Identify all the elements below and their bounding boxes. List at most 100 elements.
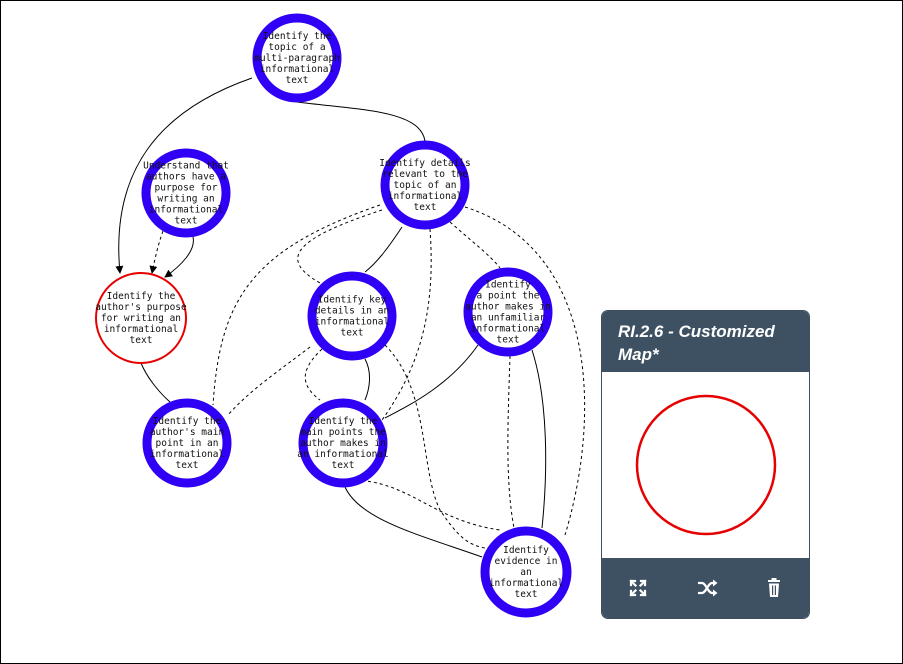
node-label-line: text [414, 202, 437, 213]
solid-edge [364, 226, 403, 273]
dashed-edge [297, 209, 383, 284]
panel-footer [602, 558, 809, 618]
dashed-edge [449, 221, 501, 269]
node-label-line: informational [104, 324, 178, 335]
node-label-line: text [341, 328, 364, 339]
solid-edge [296, 101, 426, 142]
shuffle-icon [698, 579, 718, 597]
node-label-line: text [176, 460, 199, 471]
node-circle [141, 148, 231, 238]
node-label-line: topic of an [394, 180, 457, 191]
node-label-line: details in an [315, 306, 389, 317]
node-label-line: author's main [150, 427, 224, 438]
node-label-line: a point the [477, 291, 540, 302]
node-label-line: text [497, 335, 520, 346]
target-circle-icon [635, 394, 777, 536]
edges-layer [115, 77, 586, 558]
node-label-line: main points the [300, 427, 386, 438]
node-label-line: for writing an [101, 313, 181, 324]
node-label-line: an [520, 567, 531, 578]
map-info-panel: RI.2.6 - Customized Map* [602, 311, 809, 618]
node-label-line: authors have a [146, 172, 226, 183]
dashed-edge [212, 204, 381, 406]
node-label-line: relevant to the [382, 169, 468, 180]
node-label-line: Identify the [309, 416, 378, 427]
node-label-line: informational [489, 578, 563, 589]
trash-icon [768, 578, 780, 597]
dashed-edge [381, 228, 432, 421]
dashed-edge [464, 206, 586, 536]
node-label-line: author makes in [300, 438, 386, 449]
expand-button[interactable] [624, 574, 652, 602]
node-label-line: informational [150, 449, 224, 460]
solid-edge [344, 486, 483, 558]
node-label-line: multi-paragraph [254, 53, 340, 64]
delete-button[interactable] [760, 574, 788, 602]
node-circle [307, 271, 397, 361]
shuffle-button[interactable] [693, 574, 721, 602]
node-label-line: text [515, 589, 538, 600]
dashed-edge [227, 346, 311, 416]
panel-body [602, 372, 809, 558]
node-label-line: text [130, 335, 153, 346]
node-label-line: informational [471, 324, 545, 335]
node-label-line: informational [388, 191, 462, 202]
panel-title: RI.2.6 - Customized Map* [618, 322, 775, 364]
solid-edge [364, 358, 370, 401]
node-label-line: Identify [485, 280, 531, 291]
node-label-line: an informational [297, 449, 389, 460]
dashed-edge [507, 355, 515, 529]
node-circle [480, 526, 572, 618]
node-label-line: Understand that [143, 161, 229, 172]
node-label-line: Identify key [318, 295, 387, 306]
node-label-line: informational [260, 64, 334, 75]
node-label-line: purpose for [155, 183, 218, 194]
node-label-line: text [286, 75, 309, 86]
dashed-edge [349, 479, 501, 531]
solid-edge [115, 77, 253, 274]
solid-edge [384, 344, 479, 419]
node-label-line: evidence in [495, 556, 558, 567]
panel-header: RI.2.6 - Customized Map* [602, 311, 809, 372]
node-label-line: informational [149, 205, 223, 216]
solid-edge [164, 236, 194, 278]
solid-edge [140, 362, 171, 403]
solid-edge [531, 349, 547, 529]
dashed-edge [384, 344, 486, 549]
node-circle [252, 13, 342, 103]
node-label-line: Identify the [263, 31, 332, 42]
node-label-line: Identify the [153, 416, 222, 427]
node-label-line: author's purpose [95, 302, 187, 313]
node-label-line: Identify details [379, 158, 471, 169]
node-label-line: an unfamiliar [471, 313, 546, 324]
node-label-line: Identify the [107, 291, 176, 302]
expand-icon [629, 579, 647, 597]
node-circle [380, 140, 470, 230]
node-circle [142, 398, 232, 488]
dashed-edge [149, 230, 164, 274]
node-label-line: writing an [157, 194, 214, 205]
node-label-line: text [175, 216, 198, 227]
node-label-line: Identify [503, 545, 549, 556]
node-label-line: text [332, 460, 355, 471]
node-label-line: topic of a [268, 42, 325, 53]
target-preview [635, 394, 777, 536]
node-circle [95, 272, 187, 364]
node-circle [463, 267, 553, 357]
node-label-line: point in an [156, 438, 219, 449]
node-label-line: informational [315, 317, 389, 328]
node-circle [298, 398, 388, 488]
dashed-edge [304, 348, 323, 401]
node-label-line: author makes in [465, 302, 551, 313]
